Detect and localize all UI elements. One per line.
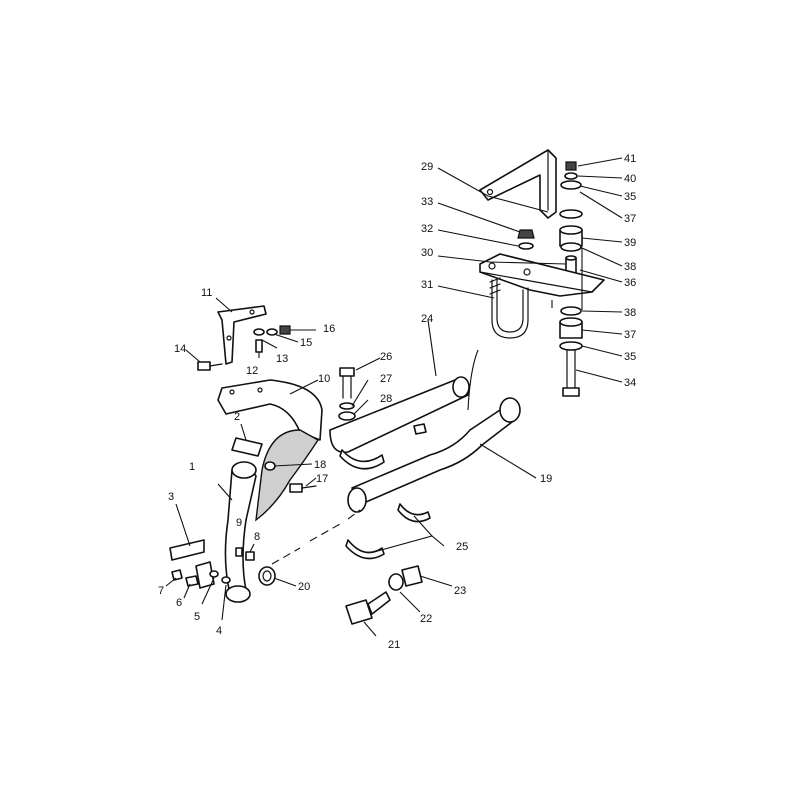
callout-23: 23 [454, 585, 466, 597]
callout-35b: 35 [624, 191, 636, 203]
callout-25: 25 [456, 541, 468, 553]
callout-1: 1 [189, 461, 195, 473]
callout-5: 5 [194, 611, 200, 623]
callout-4: 4 [216, 625, 222, 637]
callout-30: 30 [421, 247, 433, 259]
callout-2: 2 [234, 411, 240, 423]
callout-14: 14 [174, 343, 186, 355]
callout-9: 9 [236, 517, 242, 529]
callout-37b: 37 [624, 213, 636, 225]
callout-41: 41 [624, 153, 636, 165]
rubber-mount-stack [559, 161, 583, 277]
callout-8: 8 [254, 531, 260, 543]
callout-3: 3 [168, 491, 174, 503]
callout-20: 20 [298, 581, 310, 593]
callout-32: 32 [421, 223, 433, 235]
lower-mount-plate [479, 253, 605, 297]
small-fasteners [197, 325, 317, 493]
callout-38b: 38 [624, 261, 636, 273]
callout-22: 22 [420, 613, 432, 625]
callout-28: 28 [380, 393, 392, 405]
callout-15: 15 [300, 337, 312, 349]
callout-33: 33 [421, 196, 433, 208]
callout-26: 26 [380, 351, 392, 363]
muffler-and-tailpipe [329, 376, 521, 513]
callout-13: 13 [276, 353, 288, 365]
callout-21: 21 [388, 639, 400, 651]
support-bracket [169, 539, 255, 589]
callout-38: 38 [624, 307, 636, 319]
callout-31: 31 [421, 279, 433, 291]
callout-17: 17 [316, 473, 328, 485]
clamps [338, 367, 431, 560]
callout-6: 6 [176, 597, 182, 609]
callout-35: 35 [624, 351, 636, 363]
callout-37: 37 [624, 329, 636, 341]
callout-24: 24 [421, 313, 433, 325]
callout-11: 11 [201, 287, 212, 299]
leader-lines [165, 157, 623, 637]
joint-hardware [258, 565, 423, 625]
callout-40: 40 [624, 173, 636, 185]
callout-18: 18 [314, 459, 326, 471]
u-bolt [489, 277, 529, 339]
callout-16: 16 [323, 323, 335, 335]
upper-mount-bracket [479, 149, 557, 219]
heat-shield [217, 379, 323, 522]
assembly-center-lines [271, 300, 553, 565]
callout-27: 27 [380, 373, 392, 385]
callout-12: 12 [246, 365, 258, 377]
callout-29: 29 [421, 161, 433, 173]
callout-39: 39 [624, 237, 636, 249]
nut-and-washer [517, 229, 535, 250]
callout-19: 19 [540, 473, 552, 485]
callout-36: 36 [624, 277, 636, 289]
callout-labels: 1 2 3 4 5 6 7 8 9 10 11 12 13 14 15 16 1… [158, 153, 636, 651]
callout-10: 10 [318, 373, 330, 385]
downpipe [224, 437, 276, 603]
callout-34: 34 [624, 377, 636, 389]
lower-bolt-stack [559, 306, 583, 397]
callout-7: 7 [158, 585, 164, 597]
hanger-bracket [217, 305, 267, 365]
